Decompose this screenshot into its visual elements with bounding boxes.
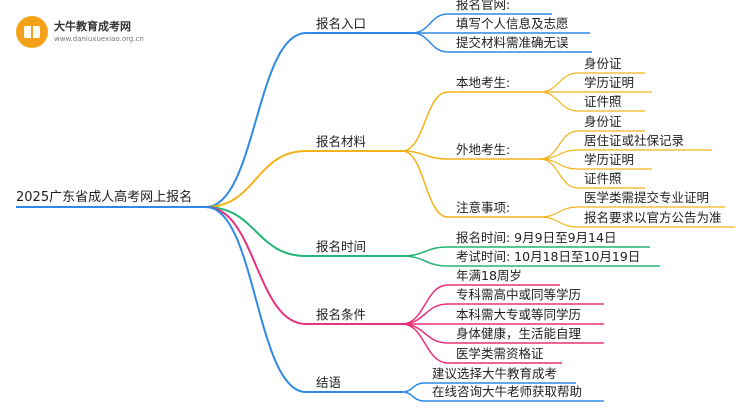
child-link xyxy=(401,150,449,160)
child-link xyxy=(411,13,449,34)
branch-node: 报名入口 xyxy=(316,16,367,31)
branch-link xyxy=(205,206,307,393)
branch-node: 结语 xyxy=(316,375,342,390)
child-link xyxy=(401,150,449,218)
child-link xyxy=(401,246,449,257)
child-link xyxy=(401,323,449,364)
branch-link xyxy=(205,32,307,208)
child-node: 考试时间: 10月18日至10月19日 xyxy=(456,249,641,264)
child-node: 在线咨询大牛老师获取帮助 xyxy=(432,384,583,399)
leaf-link xyxy=(539,91,579,112)
child-link xyxy=(401,323,449,344)
child-link xyxy=(401,91,449,152)
leaf-node: 证件照 xyxy=(584,171,622,186)
leaf-node: 学历证明 xyxy=(584,75,635,90)
child-node: 报名时间: 9月9日至9月14日 xyxy=(456,230,617,245)
branch-node: 报名时间 xyxy=(316,239,367,254)
child-node: 注意事项: xyxy=(456,200,511,215)
child-node: 专科需高中或同等学历 xyxy=(456,287,582,302)
branch-link xyxy=(205,150,307,208)
leaf-link xyxy=(539,72,579,93)
leaf-node: 医学类需提交专业证明 xyxy=(584,190,710,205)
root-node: 2025广东省成人高考网上报名 xyxy=(16,190,193,205)
child-node: 报名官网: xyxy=(456,0,511,12)
child-link xyxy=(401,303,449,325)
leaf-link xyxy=(539,216,579,228)
leaf-node: 身份证 xyxy=(584,56,622,71)
child-node: 年满18周岁 xyxy=(456,268,522,283)
leaf-node: 学历证明 xyxy=(584,152,635,167)
child-node: 本地考生: xyxy=(456,75,511,90)
child-link xyxy=(401,391,425,402)
child-link xyxy=(401,382,425,393)
leaf-link xyxy=(539,158,579,189)
child-node: 外地考生: xyxy=(456,142,511,157)
book-logo-icon xyxy=(16,16,48,48)
branch-node: 报名条件 xyxy=(316,307,367,322)
leaf-node: 居住证或社保记录 xyxy=(584,133,685,148)
branch-link xyxy=(205,206,307,325)
child-node: 建议选择大牛教育成考 xyxy=(432,366,558,381)
child-node: 身体健康，生活能自理 xyxy=(456,326,582,341)
branch-node: 报名材料 xyxy=(316,134,367,149)
leaf-link xyxy=(539,206,579,218)
child-node: 提交材料需准确无误 xyxy=(456,35,569,50)
logo-url: www.daniuxuexiao.org.cn xyxy=(54,35,144,43)
child-link xyxy=(411,32,449,53)
branch-link xyxy=(205,206,307,257)
logo: 大牛教育成考网 www.daniuxuexiao.org.cn xyxy=(16,14,156,54)
child-node: 填写个人信息及志愿 xyxy=(456,16,569,31)
leaf-node: 证件照 xyxy=(584,94,622,109)
child-node: 医学类需资格证 xyxy=(456,346,544,361)
logo-name: 大牛教育成考网 xyxy=(54,20,131,33)
leaf-node: 身份证 xyxy=(584,114,622,129)
child-node: 本科需大专或等同学历 xyxy=(456,307,582,322)
child-link xyxy=(401,255,449,267)
leaf-node: 报名要求以官方公告为准 xyxy=(584,210,722,225)
